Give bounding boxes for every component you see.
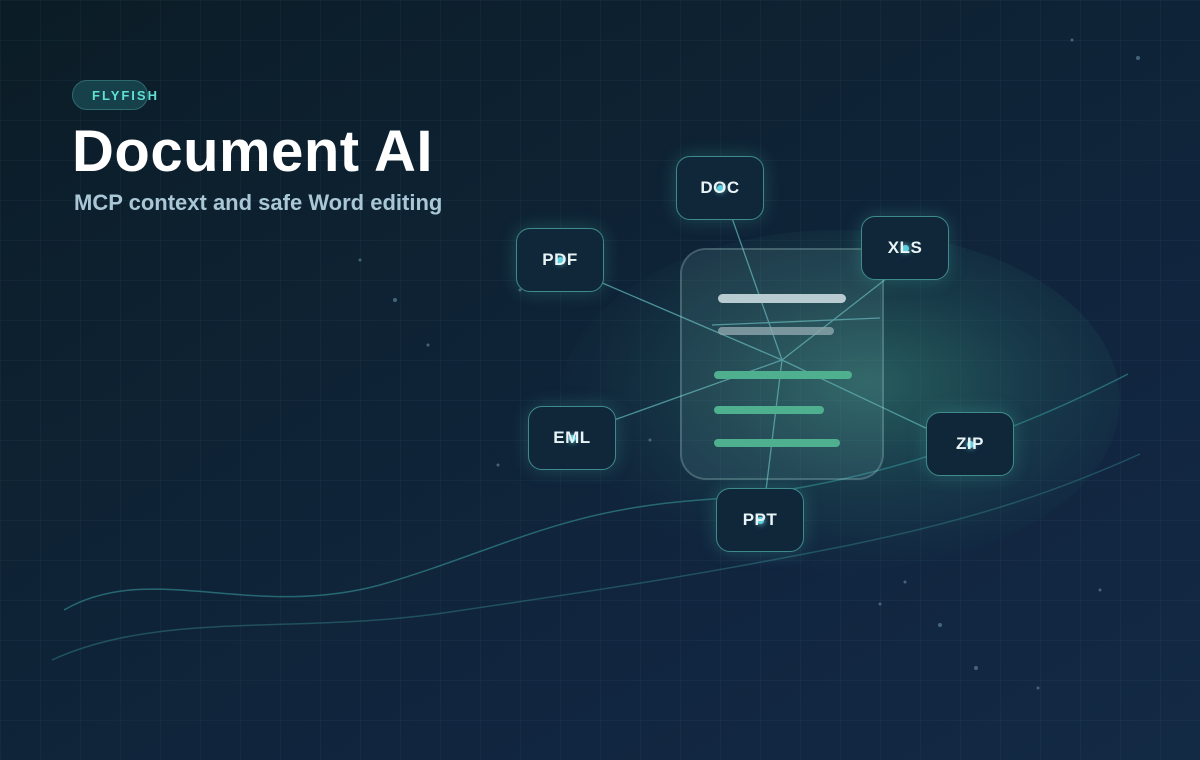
doc-line xyxy=(718,327,834,335)
particles xyxy=(358,38,1140,690)
doc-line xyxy=(718,294,846,303)
file-pdf-icon xyxy=(557,257,564,264)
connectors xyxy=(599,217,931,491)
background-glow xyxy=(560,230,1120,570)
format-node-ppt: PPT xyxy=(716,488,804,552)
flow-curve xyxy=(51,453,1141,661)
doc-line xyxy=(714,371,852,379)
format-node-zip: ZIP xyxy=(926,412,1014,476)
format-node-xls: XLS xyxy=(861,216,949,280)
file-doc-icon xyxy=(717,185,724,192)
page-subtitle: MCP context and safe Word editing xyxy=(74,190,443,215)
doc-line xyxy=(714,439,840,447)
file-zip-icon xyxy=(967,441,974,448)
doc-line xyxy=(714,406,824,414)
file-xls-icon xyxy=(902,245,909,252)
format-node-eml: EML xyxy=(528,406,616,470)
format-node-doc: DOC xyxy=(676,156,764,220)
document-icon xyxy=(680,248,884,480)
format-node-pdf: PDF xyxy=(516,228,604,292)
file-ppt-icon xyxy=(757,517,764,524)
file-eml-icon xyxy=(569,435,576,442)
page-title: Document AI xyxy=(72,119,434,184)
brand-badge: FLYFISH xyxy=(72,80,157,110)
